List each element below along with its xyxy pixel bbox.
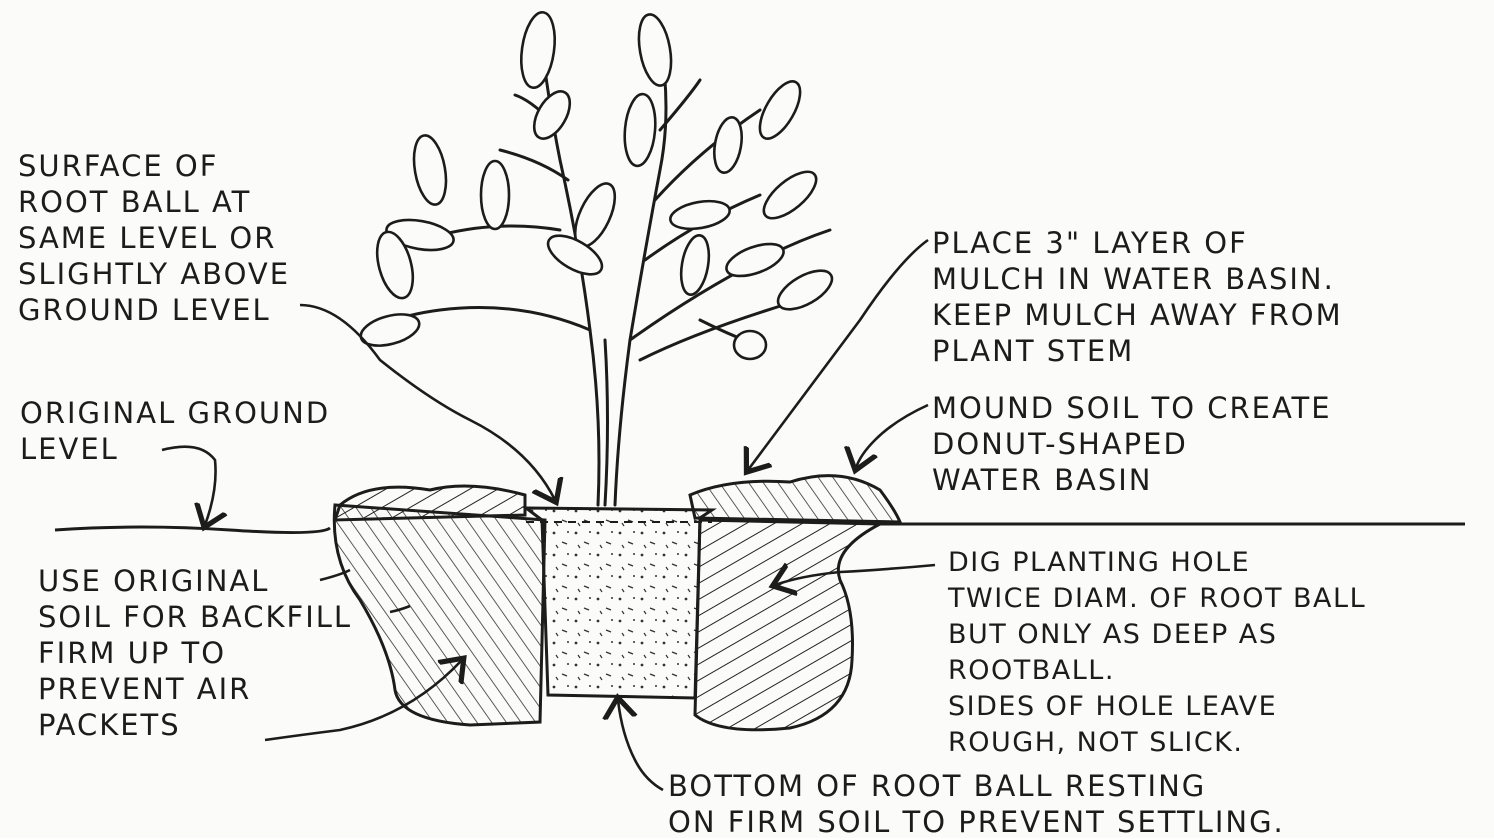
label-line: ROOTBALL. <box>948 653 1366 689</box>
label-line: KEEP MULCH AWAY FROM <box>932 297 1343 333</box>
label-line: SAME LEVEL OR <box>18 220 290 256</box>
label-line: DONUT-SHAPED <box>932 426 1332 462</box>
plant-leaves <box>357 10 838 359</box>
label-line: PREVENT AIR <box>38 671 352 707</box>
label-line: ROUGH, NOT SLICK. <box>948 725 1366 761</box>
label-line: SURFACE OF <box>18 148 290 184</box>
label-line: PLANT STEM <box>932 333 1343 369</box>
label-line: FIRM UP TO <box>38 635 352 671</box>
label-root-ball-surface: SURFACE OF ROOT BALL AT SAME LEVEL OR SL… <box>18 148 290 328</box>
label-line: GROUND LEVEL <box>18 292 290 328</box>
label-line: BOTTOM OF ROOT BALL RESTING <box>668 768 1285 804</box>
label-line: SLIGHTLY ABOVE <box>18 256 290 292</box>
label-line: TWICE DIAM. OF ROOT BALL <box>948 581 1366 617</box>
label-mound-soil: MOUND SOIL TO CREATE DONUT-SHAPED WATER … <box>932 390 1332 498</box>
label-line: ON FIRM SOIL TO PREVENT SETTLING. <box>668 804 1285 840</box>
label-line: PLACE 3" LAYER OF <box>932 225 1343 261</box>
label-line: DIG PLANTING HOLE <box>948 545 1366 581</box>
label-line: BUT ONLY AS DEEP AS <box>948 617 1366 653</box>
label-line: SOIL FOR BACKFILL <box>38 599 352 635</box>
label-line: LEVEL <box>20 431 330 467</box>
label-planting-hole: DIG PLANTING HOLE TWICE DIAM. OF ROOT BA… <box>948 545 1366 761</box>
label-original-ground: ORIGINAL GROUND LEVEL <box>20 395 330 467</box>
label-line: PACKETS <box>38 707 352 743</box>
label-line: ROOT BALL AT <box>18 184 290 220</box>
root-ball <box>526 508 712 698</box>
label-bottom: BOTTOM OF ROOT BALL RESTING ON FIRM SOIL… <box>668 768 1285 840</box>
label-line: USE ORIGINAL <box>38 563 352 599</box>
label-line: MOUND SOIL TO CREATE <box>932 390 1332 426</box>
label-line: SIDES OF HOLE LEAVE <box>948 689 1366 725</box>
label-backfill: USE ORIGINAL SOIL FOR BACKFILL FIRM UP T… <box>38 563 352 743</box>
label-mulch: PLACE 3" LAYER OF MULCH IN WATER BASIN. … <box>932 225 1343 369</box>
label-line: MULCH IN WATER BASIN. <box>932 261 1343 297</box>
label-line: WATER BASIN <box>932 462 1332 498</box>
label-line: ORIGINAL GROUND <box>20 395 330 431</box>
